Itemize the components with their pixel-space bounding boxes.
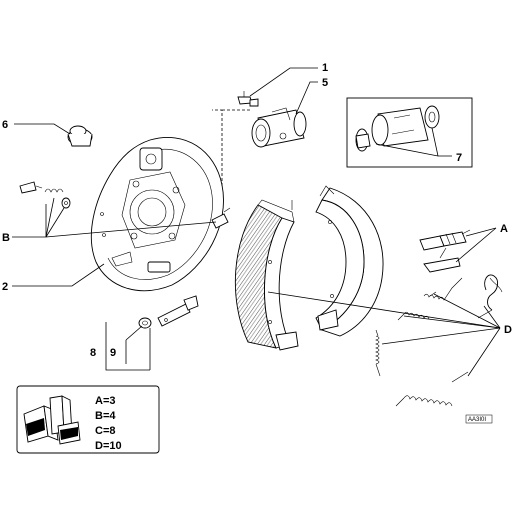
pin-sleeve xyxy=(157,295,199,327)
kit-legend-box: A=3 B=4 C=8 D=10 xyxy=(16,385,160,454)
inset-cylinder-detail xyxy=(346,97,473,168)
hold-down-pin-kit-left xyxy=(19,181,71,209)
legend-d: D=10 xyxy=(95,440,122,452)
grommet xyxy=(138,317,152,329)
callout-D: D xyxy=(504,324,512,336)
backing-plate xyxy=(90,136,224,292)
leader-lines xyxy=(12,67,501,377)
callout-5: 5 xyxy=(322,77,328,89)
adjuster-strut xyxy=(419,229,471,273)
coil-spring xyxy=(477,274,503,319)
rubber-cap xyxy=(67,125,93,147)
callout-B: B xyxy=(2,232,10,244)
wheel-cylinder xyxy=(251,107,307,148)
reference-code-text: AA3I0I xyxy=(468,417,486,423)
callout-9: 9 xyxy=(110,347,116,359)
return-spring-2 xyxy=(375,329,381,377)
brake-shoe-rear xyxy=(315,185,384,337)
bleed-screw xyxy=(211,207,231,229)
legend-b: B=4 xyxy=(95,410,116,422)
legend-a: A=3 xyxy=(95,395,116,407)
parts-kit-icon xyxy=(23,395,81,445)
legend-c: C=8 xyxy=(95,425,116,437)
bleed-valve xyxy=(237,91,259,107)
callout-2: 2 xyxy=(2,281,8,293)
callout-6: 6 xyxy=(2,119,8,131)
brake-shoe-front xyxy=(234,199,299,351)
callout-1: 1 xyxy=(322,62,328,74)
assembly-dashed-line xyxy=(212,109,250,186)
callout-A: A xyxy=(500,223,508,235)
callout-7: 7 xyxy=(456,152,462,164)
reference-code: AA3I0I xyxy=(465,414,493,424)
return-spring-3 xyxy=(395,371,469,407)
callout-8: 8 xyxy=(90,347,96,359)
